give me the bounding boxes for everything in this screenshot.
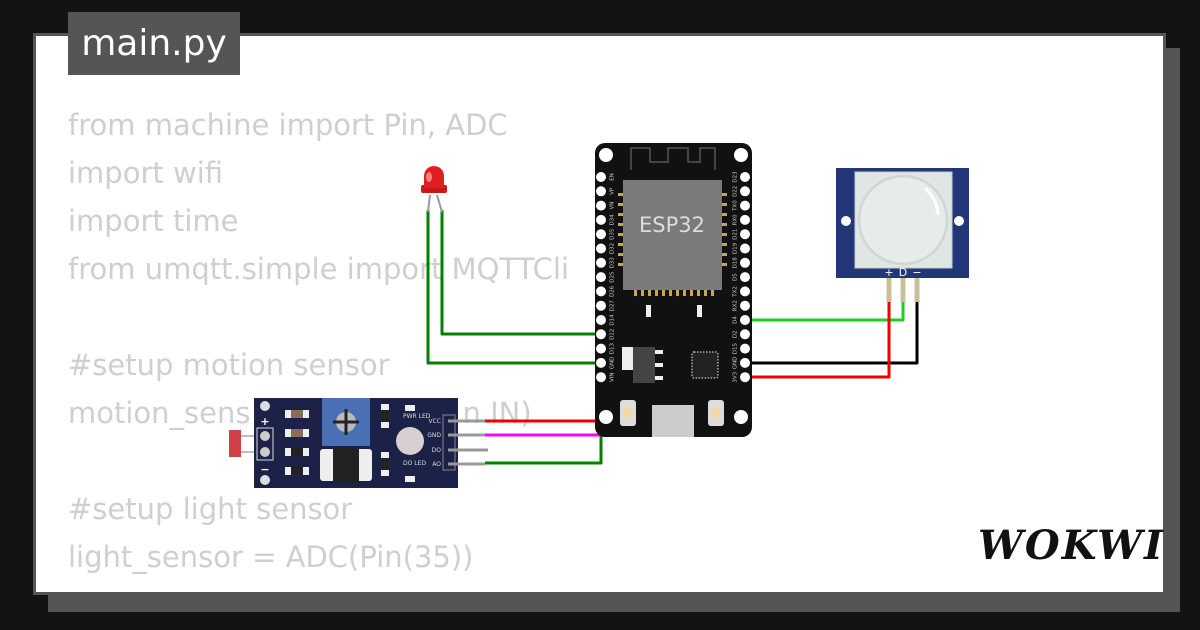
esp32-pin-d34[interactable] xyxy=(596,214,606,225)
esp32-pin-label: D18 xyxy=(733,257,739,269)
wokwi-logo: WOKWI xyxy=(978,522,1165,569)
file-tab[interactable]: main.py xyxy=(68,12,240,75)
pin-vcc-label: VCC xyxy=(429,418,441,425)
esp32-pin-d21[interactable] xyxy=(740,229,750,240)
pin-ao-label: AO xyxy=(432,461,441,468)
wire-led-d12 xyxy=(440,210,601,336)
code-line: light_sensor = ADC(Pin(35)) xyxy=(68,540,474,574)
code-line: from umqtt.simple import MQTTCli xyxy=(68,252,570,286)
esp32-pin-d26[interactable] xyxy=(596,286,606,297)
esp32-pin-d14[interactable] xyxy=(596,315,606,325)
esp32-pin-label: D22 xyxy=(733,186,739,197)
red-led[interactable] xyxy=(421,166,447,213)
esp32-pin-label: D12 xyxy=(610,329,616,340)
code-line: #setup motion sensor xyxy=(68,348,390,382)
esp32-pin-vin[interactable] xyxy=(596,372,606,383)
esp32-pin-d27[interactable] xyxy=(596,300,606,311)
esp32-pin-label: D32 xyxy=(610,243,616,254)
pir-motion-sensor[interactable]: + D − xyxy=(836,168,969,302)
esp32-pin-rx2[interactable] xyxy=(740,300,750,311)
wire-pir-vcc xyxy=(745,300,891,379)
ldr-light-sensor-module[interactable]: + − PWR LED DO LED VCC GND DO AO xyxy=(229,398,488,488)
esp32-pin-label: VIN xyxy=(610,372,616,382)
esp32-pin-label: D23 xyxy=(733,171,739,183)
pir-pin-d: D xyxy=(899,266,907,279)
esp32-pin-label: 3V3 xyxy=(733,371,739,382)
esp32-pin-d35[interactable] xyxy=(596,229,606,240)
esp32-pin-label: D14 xyxy=(610,314,616,326)
esp32-pin-label: D2 xyxy=(733,330,739,338)
esp32-pin-label: TX0 xyxy=(733,200,739,212)
esp32-pin-label: D35 xyxy=(610,228,616,240)
esp32-pin-gnd[interactable] xyxy=(740,357,750,368)
esp32-board[interactable]: ESP32 ENVPVND34D35D32D33D25D26D27D14D12D… xyxy=(595,143,752,437)
esp32-pin-en[interactable] xyxy=(596,172,606,182)
code-line: #setup light sensor xyxy=(68,492,353,526)
pwr-led-label: PWR LED xyxy=(403,413,431,420)
esp32-pin-d23[interactable] xyxy=(740,172,750,182)
esp32-pin-label: RX0 xyxy=(733,214,739,226)
wire-pir-d xyxy=(745,300,905,322)
esp32-pin-d19[interactable] xyxy=(740,243,750,254)
esp32-label: ESP32 xyxy=(639,213,705,237)
esp32-pin-rx0[interactable] xyxy=(740,214,750,225)
esp32-pin-3v3[interactable] xyxy=(740,372,750,383)
wire-ao-d35 xyxy=(485,234,603,465)
pir-pin-vcc: + xyxy=(884,266,893,279)
esp32-pin-label: GND xyxy=(610,357,616,370)
wire-vcc xyxy=(485,410,600,423)
esp32-pin-label: EN xyxy=(610,173,616,181)
esp32-pin-label: D13 xyxy=(610,342,616,354)
esp32-pin-label: D25 xyxy=(610,271,616,283)
esp32-pin-d5[interactable] xyxy=(740,272,750,283)
esp32-pin-tx0[interactable] xyxy=(740,200,750,211)
esp32-pin-label: D26 xyxy=(610,285,616,297)
esp32-pin-label: D15 xyxy=(733,342,739,354)
code-preview: from machine import Pin, ADC import wifi i… xyxy=(68,101,667,592)
plus-label: + xyxy=(260,415,269,428)
esp32-pin-label: D21 xyxy=(733,229,739,240)
esp32-pin-d12[interactable] xyxy=(596,329,606,340)
esp32-pin-label: D4 xyxy=(733,316,739,324)
esp32-pin-tx2[interactable] xyxy=(740,286,750,297)
wire-pir-gnd xyxy=(745,300,919,365)
code-line: motion_sens n IN) xyxy=(68,396,532,430)
pir-pin-gnd: − xyxy=(912,266,921,279)
code-line: light_ (ADC.ATTN_11DB) xyxy=(68,581,667,592)
esp32-pin-label: RX2 xyxy=(733,300,739,311)
esp32-pin-label: D33 xyxy=(610,257,616,269)
esp32-pin-label: GND xyxy=(733,357,739,370)
esp32-pin-label: VP xyxy=(610,187,616,195)
esp32-pin-d4[interactable] xyxy=(740,315,750,325)
esp32-pin-d15[interactable] xyxy=(740,343,750,354)
esp32-pin-label: D19 xyxy=(733,242,739,254)
photoresistor xyxy=(229,430,241,457)
code-line: from machine import Pin, ADC xyxy=(68,108,508,142)
pin-do-label: DO xyxy=(432,447,442,454)
esp32-pin-d18[interactable] xyxy=(740,257,750,268)
esp32-pin-label: D34 xyxy=(610,214,616,226)
minus-label: − xyxy=(260,463,269,476)
code-line: import time xyxy=(68,204,239,238)
do-led-label: DO LED xyxy=(403,460,426,467)
esp32-pin-d32[interactable] xyxy=(596,243,606,254)
esp32-pin-d33[interactable] xyxy=(596,257,606,268)
esp32-pin-vp[interactable] xyxy=(596,186,606,197)
esp32-pin-vn[interactable] xyxy=(596,200,606,211)
esp32-pin-d22[interactable] xyxy=(740,186,750,197)
pin-gnd-label: GND xyxy=(427,432,441,439)
esp32-pin-label: D27 xyxy=(610,300,616,312)
esp32-pin-label: D5 xyxy=(733,273,739,281)
esp32-module xyxy=(623,180,722,290)
esp32-pin-label: VN xyxy=(610,202,616,210)
esp32-pin-d13[interactable] xyxy=(596,343,606,354)
esp32-pin-gnd[interactable] xyxy=(596,357,606,368)
esp32-pin-d25[interactable] xyxy=(596,272,606,283)
esp32-pin-d2[interactable] xyxy=(740,329,750,340)
esp32-pin-label: TX2 xyxy=(733,286,739,298)
wire-led-gnd xyxy=(426,210,601,365)
code-line: import wifi xyxy=(68,156,224,190)
